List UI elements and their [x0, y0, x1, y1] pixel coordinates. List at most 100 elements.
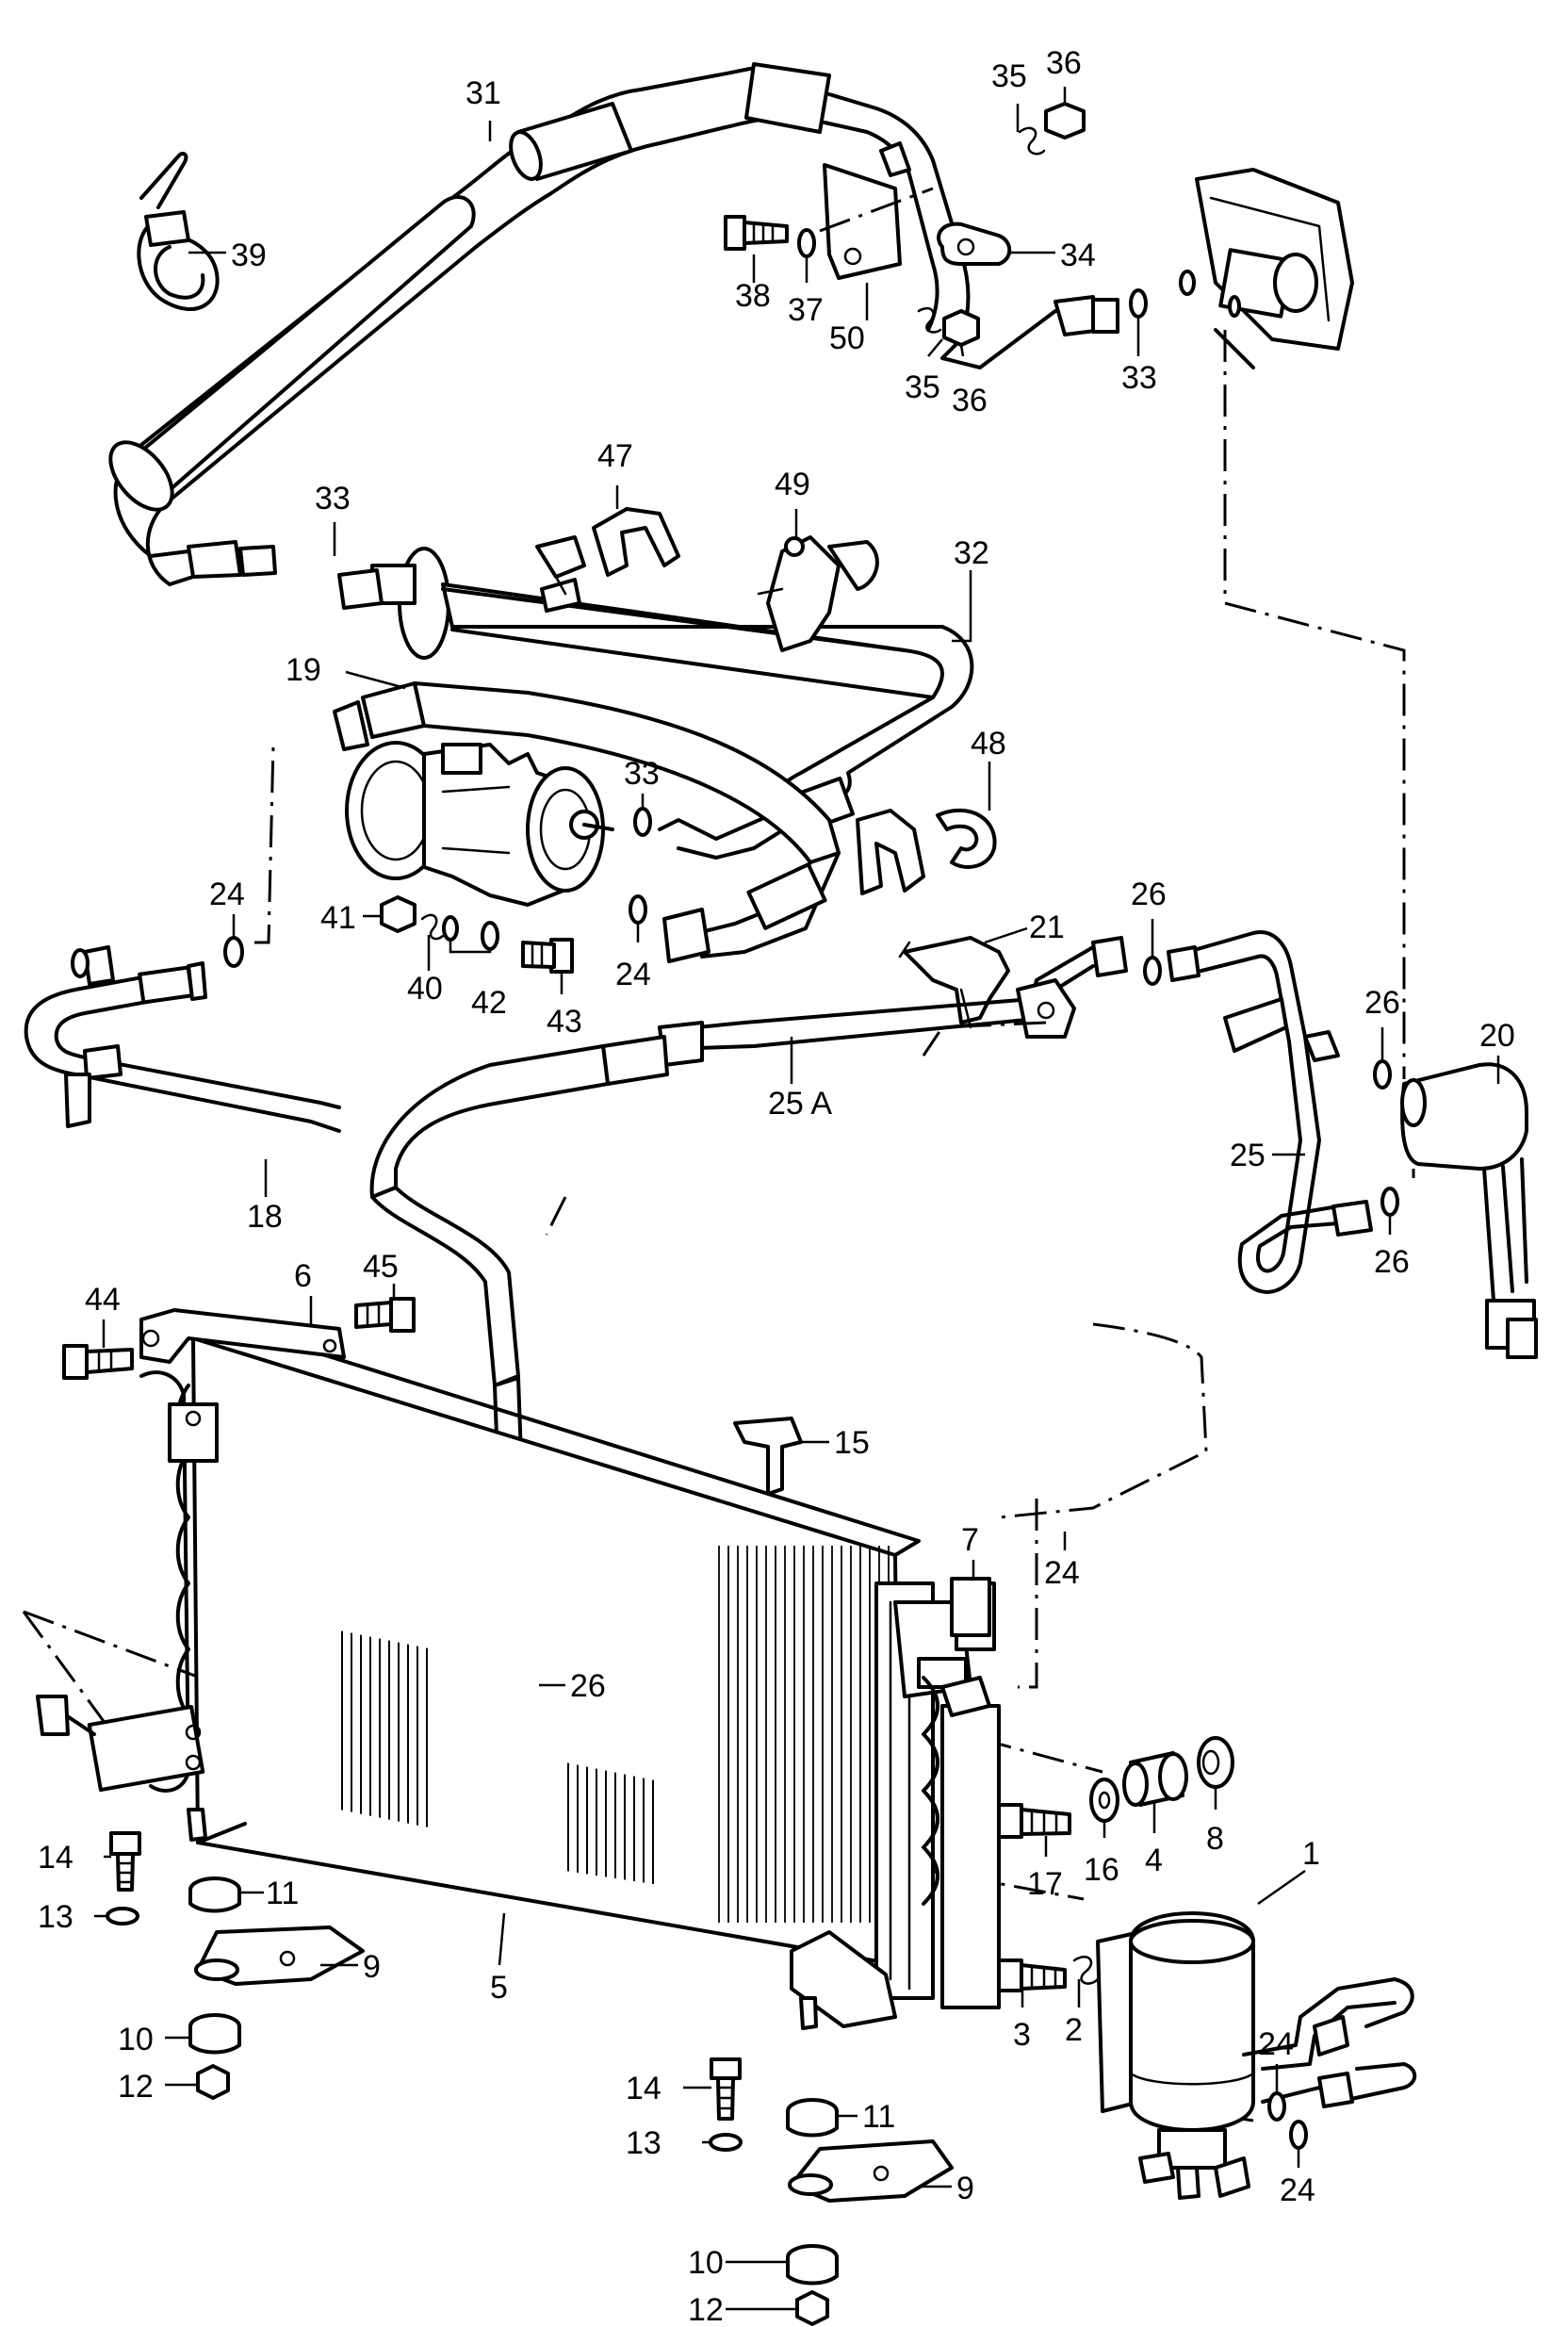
callout-48: 48 [971, 726, 1006, 762]
callout-44: 44 [85, 1282, 121, 1318]
callout-11-left: 11 [266, 1876, 299, 1911]
bolt-43 [521, 938, 574, 974]
callout-42: 42 [471, 985, 507, 1021]
bush-4 [1122, 1751, 1188, 1807]
callout-10-right: 10 [688, 2245, 724, 2281]
nut-12-left [196, 2064, 230, 2100]
callout-38: 38 [735, 278, 771, 314]
callout-50: 50 [829, 320, 865, 356]
callout-31: 31 [466, 75, 501, 111]
bolt-14-right [710, 2057, 742, 2121]
callout-45: 45 [363, 1249, 399, 1285]
callout-34: 34 [1060, 238, 1096, 273]
bolt-17 [997, 1803, 1071, 1839]
leader-lines [94, 87, 1500, 2311]
callout-24-condenser: 24 [1044, 1555, 1080, 1591]
callout-8: 8 [1206, 1821, 1224, 1857]
callout-20: 20 [1479, 1018, 1515, 1054]
callout-35-lower: 35 [905, 369, 940, 405]
pad-7 [950, 1577, 991, 1637]
callout-32: 32 [954, 535, 989, 571]
clip-15 [733, 1417, 803, 1496]
callout-41: 41 [320, 900, 356, 936]
callout-2: 2 [1065, 2012, 1083, 2048]
callout-12-right: 12 [688, 2292, 724, 2327]
callout-25a: 25 A [768, 1086, 832, 1122]
bolt-44 [62, 1344, 134, 1380]
washer-13-left [106, 1907, 139, 1926]
bracket-9-right [788, 2139, 954, 2203]
washer-37 [797, 228, 816, 258]
callout-26-right: 26 [1364, 985, 1400, 1021]
clip-35-upper [1018, 126, 1046, 156]
receiver-drier-1 [1096, 1911, 1417, 2200]
clip-40 [420, 913, 445, 941]
callout-13-left: 13 [38, 1899, 74, 1935]
callout-33-compressor: 33 [624, 756, 660, 792]
callout-labels: 31 35 36 39 34 38 37 50 35 36 33 4 7 49 3… [38, 45, 1515, 2327]
nut-36-lower [942, 309, 980, 347]
callout-33-left: 33 [315, 481, 351, 516]
callout-26-lower-right: 26 [1374, 1244, 1410, 1280]
ac-compressor [345, 741, 614, 907]
callout-17: 17 [1027, 1866, 1063, 1902]
hose-31-suction-line [108, 62, 1119, 586]
washers-24-receiver [1267, 2091, 1308, 2150]
callout-43: 43 [547, 1004, 582, 1040]
clamp-48 [856, 809, 997, 895]
callout-14-left: 14 [38, 1840, 74, 1876]
callout-39: 39 [231, 238, 267, 273]
callout-24-compressor: 24 [615, 957, 651, 992]
callout-4: 4 [1145, 1843, 1163, 1878]
clip-21 [898, 936, 1010, 1029]
bracket-50 [819, 163, 1012, 280]
bolt-38 [724, 215, 789, 251]
callout-14-right: 14 [626, 2071, 662, 2106]
callout-6: 6 [294, 1258, 312, 1294]
callout-26-upper: 26 [1131, 877, 1167, 912]
callout-9-left: 9 [363, 1949, 381, 1985]
clip-2 [1072, 1956, 1100, 1985]
callout-25: 25 [1230, 1138, 1266, 1173]
callout-40: 40 [407, 971, 443, 1007]
callout-26-hose: 26 [570, 1668, 606, 1704]
clamp-39 [137, 152, 220, 312]
callout-5: 5 [490, 1970, 508, 2006]
callout-7: 7 [961, 1522, 979, 1558]
clamp-49 [757, 535, 879, 652]
washer-33-compressor [633, 807, 652, 837]
callout-36-top: 36 [1046, 45, 1082, 81]
hose-19 [333, 681, 841, 963]
clamp-47 [535, 507, 680, 613]
bolt-14-left [109, 1831, 141, 1892]
callout-24-left: 24 [209, 877, 245, 912]
callout-37: 37 [788, 292, 824, 328]
pipe-25 [1167, 930, 1373, 1294]
callout-10-left: 10 [118, 2022, 154, 2057]
callout-16: 16 [1084, 1852, 1119, 1888]
callout-33-top-right: 33 [1121, 360, 1157, 396]
callout-11-right: 11 [862, 2099, 895, 2135]
callout-15: 15 [834, 1425, 870, 1461]
nut-12-right [795, 2290, 829, 2326]
washer-13-right [709, 2133, 743, 2152]
nut-41 [380, 895, 416, 933]
nut-36-upper [1044, 102, 1086, 139]
callout-19: 19 [286, 652, 321, 688]
callout-9-right: 9 [956, 2171, 974, 2206]
bolt-45 [354, 1297, 416, 1333]
hose-32 [337, 547, 974, 860]
callout-18: 18 [247, 1199, 283, 1235]
condenser-5 [36, 1322, 1001, 2030]
callout-21: 21 [1029, 909, 1065, 945]
pressure-switch-20 [1400, 1062, 1538, 1359]
washer-33-top-right [1129, 288, 1148, 319]
callout-35-top: 35 [991, 58, 1027, 94]
bush-8 [1197, 1736, 1234, 1789]
callout-24-receiver-upper: 24 [1258, 2026, 1294, 2062]
washer-24-left [223, 936, 244, 968]
callout-49: 49 [775, 467, 810, 502]
rubber-mount-10-left [188, 2013, 241, 2055]
callout-36-lower: 36 [952, 383, 988, 418]
